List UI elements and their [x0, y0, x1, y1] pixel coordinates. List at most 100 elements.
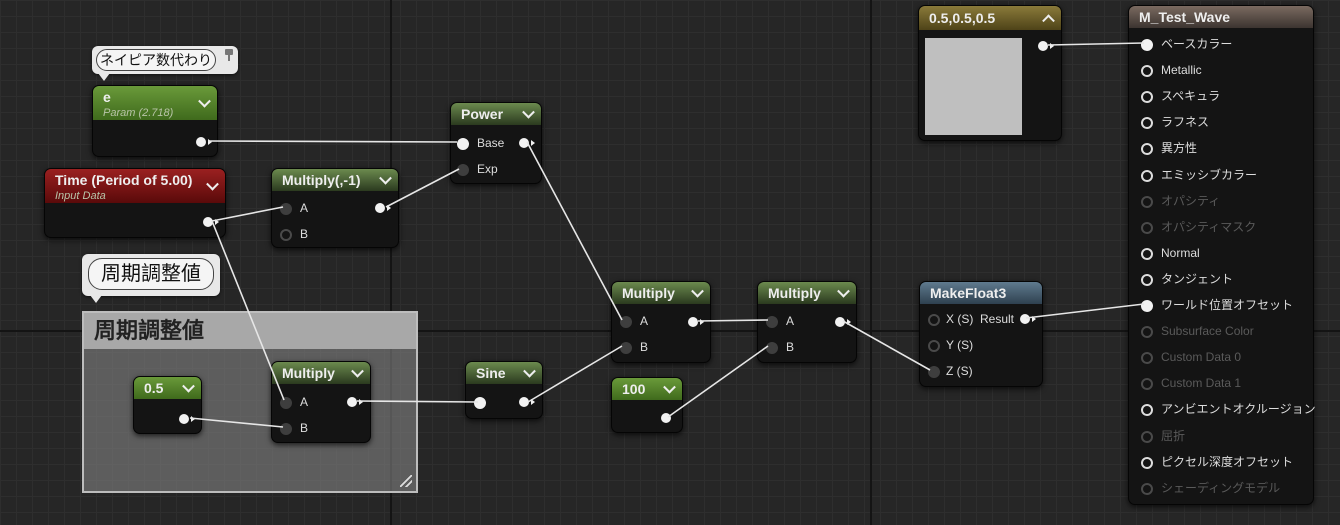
node-title: e [103, 89, 111, 105]
chevron-down-icon[interactable] [182, 379, 195, 393]
node-multiply-neg[interactable]: Multiply(,-1) A B [271, 168, 399, 248]
pin-label-x: X (S) [946, 312, 974, 326]
input-pin-a[interactable] [280, 203, 292, 215]
material-input-pin[interactable] [1141, 352, 1153, 365]
input-pin[interactable] [474, 397, 486, 409]
resize-grip-icon[interactable] [400, 475, 412, 487]
input-pin-y[interactable] [928, 340, 940, 352]
node-header[interactable]: Multiply [272, 362, 370, 384]
input-pin-exp[interactable] [457, 164, 469, 176]
node-subtitle: Param (2.718) [103, 107, 174, 119]
material-input-pin[interactable] [1141, 143, 1153, 156]
material-input-pin[interactable] [1141, 117, 1153, 130]
comment-bubble-napier[interactable]: ネイピア数代わり [92, 46, 238, 81]
chevron-up-icon[interactable] [1042, 14, 1055, 28]
chevron-down-icon[interactable] [351, 364, 364, 378]
node-makefloat3[interactable]: MakeFloat3 X (S) Result Y (S) Z (S) [919, 281, 1043, 387]
node-vector-const[interactable]: 0.5,0.5,0.5 [918, 5, 1062, 141]
material-input-label: Normal [1161, 245, 1200, 260]
material-input-pin[interactable] [1141, 482, 1153, 495]
input-pin-b[interactable] [620, 342, 632, 354]
chevron-down-icon[interactable] [206, 177, 219, 191]
input-pin-b[interactable] [280, 423, 292, 435]
pin-label-y: Y (S) [946, 338, 974, 352]
node-const-100[interactable]: 100 [611, 377, 683, 433]
node-header[interactable]: Multiply [758, 282, 856, 304]
material-input-label: ワールド位置オフセット [1161, 298, 1294, 312]
output-pin[interactable] [196, 137, 212, 147]
output-pin[interactable] [347, 397, 363, 407]
pin-label-b: B [300, 421, 309, 435]
material-input-label: ベースカラー [1161, 37, 1233, 51]
input-pin-a[interactable] [620, 316, 632, 328]
chevron-down-icon[interactable] [663, 380, 676, 394]
output-pin[interactable] [1038, 41, 1054, 51]
material-input-pin[interactable] [1141, 65, 1153, 78]
material-input-pin[interactable] [1141, 430, 1153, 443]
material-input-pin[interactable] [1141, 378, 1153, 391]
input-pin-a[interactable] [280, 397, 292, 409]
material-input-pin[interactable] [1141, 247, 1153, 260]
output-pin[interactable] [661, 413, 671, 423]
material-input-pin[interactable] [1141, 300, 1153, 312]
node-e[interactable]: e Param (2.718) [92, 85, 218, 157]
chevron-down-icon[interactable] [522, 105, 535, 119]
chevron-down-icon[interactable] [691, 284, 704, 298]
node-header[interactable]: Power [451, 103, 541, 125]
node-header[interactable]: Multiply [612, 282, 710, 304]
output-pin[interactable] [179, 414, 195, 424]
pin-label-exp: Exp [477, 162, 498, 176]
output-pin[interactable] [835, 317, 851, 327]
input-pin-b[interactable] [766, 342, 778, 354]
node-multiply-2[interactable]: Multiply A B [757, 281, 857, 363]
output-pin[interactable] [519, 138, 535, 148]
node-power[interactable]: Power Base Exp [450, 102, 542, 184]
node-header[interactable]: MakeFloat3 [920, 282, 1042, 304]
node-const-half[interactable]: 0.5 [133, 376, 202, 434]
material-input-pin[interactable] [1141, 404, 1153, 417]
input-pin-x[interactable] [928, 314, 940, 326]
material-input-pin[interactable] [1141, 273, 1153, 286]
wire-makefloat3-to-wpo [1025, 303, 1145, 319]
node-header[interactable]: Multiply(,-1) [272, 169, 398, 191]
node-header[interactable]: 0.5,0.5,0.5 [919, 6, 1061, 30]
material-input-label: シェーディングモデル [1161, 480, 1281, 495]
node-header[interactable]: Sine [466, 362, 542, 384]
node-time[interactable]: Time (Period of 5.00) Input Data [44, 168, 226, 238]
comment-box-title[interactable]: 周期調整値 [84, 313, 416, 349]
pin-label-a: A [300, 201, 309, 215]
node-header[interactable]: e Param (2.718) [93, 86, 217, 120]
material-input-label: エミッシブカラー [1161, 167, 1258, 182]
material-input-pin[interactable] [1141, 456, 1153, 469]
chevron-down-icon[interactable] [523, 364, 536, 378]
output-pin[interactable] [1020, 314, 1036, 324]
node-header[interactable]: Time (Period of 5.00) Input Data [45, 169, 225, 203]
node-sine[interactable]: Sine [465, 361, 543, 419]
comment-bubble-period[interactable]: 周期調整値 [82, 254, 220, 303]
input-pin-a[interactable] [766, 316, 778, 328]
output-pin[interactable] [203, 217, 219, 227]
node-multiply-1[interactable]: Multiply A B [611, 281, 711, 363]
node-header[interactable]: 100 [612, 378, 682, 400]
material-input-pin[interactable] [1141, 195, 1153, 208]
input-pin-b[interactable] [280, 229, 292, 241]
output-pin[interactable] [688, 317, 704, 327]
output-pin[interactable] [375, 203, 391, 213]
output-pin[interactable] [519, 397, 535, 407]
chevron-down-icon[interactable] [837, 284, 850, 298]
material-input-pin[interactable] [1141, 221, 1153, 234]
chevron-down-icon[interactable] [379, 171, 392, 185]
material-input-label: Custom Data 1 [1161, 376, 1242, 391]
node-header[interactable]: 0.5 [134, 377, 201, 399]
node-header[interactable]: M_Test_Wave [1129, 6, 1313, 28]
material-input-pin[interactable] [1141, 91, 1153, 104]
material-input-pin[interactable] [1141, 326, 1153, 339]
pin-icon[interactable] [224, 49, 234, 61]
node-multiply-period[interactable]: Multiply A B [271, 361, 371, 443]
material-input-pin[interactable] [1141, 39, 1153, 51]
input-pin-base[interactable] [457, 138, 469, 150]
input-pin-z[interactable] [928, 366, 940, 378]
chevron-down-icon[interactable] [198, 94, 211, 108]
material-input-pin[interactable] [1141, 169, 1153, 182]
